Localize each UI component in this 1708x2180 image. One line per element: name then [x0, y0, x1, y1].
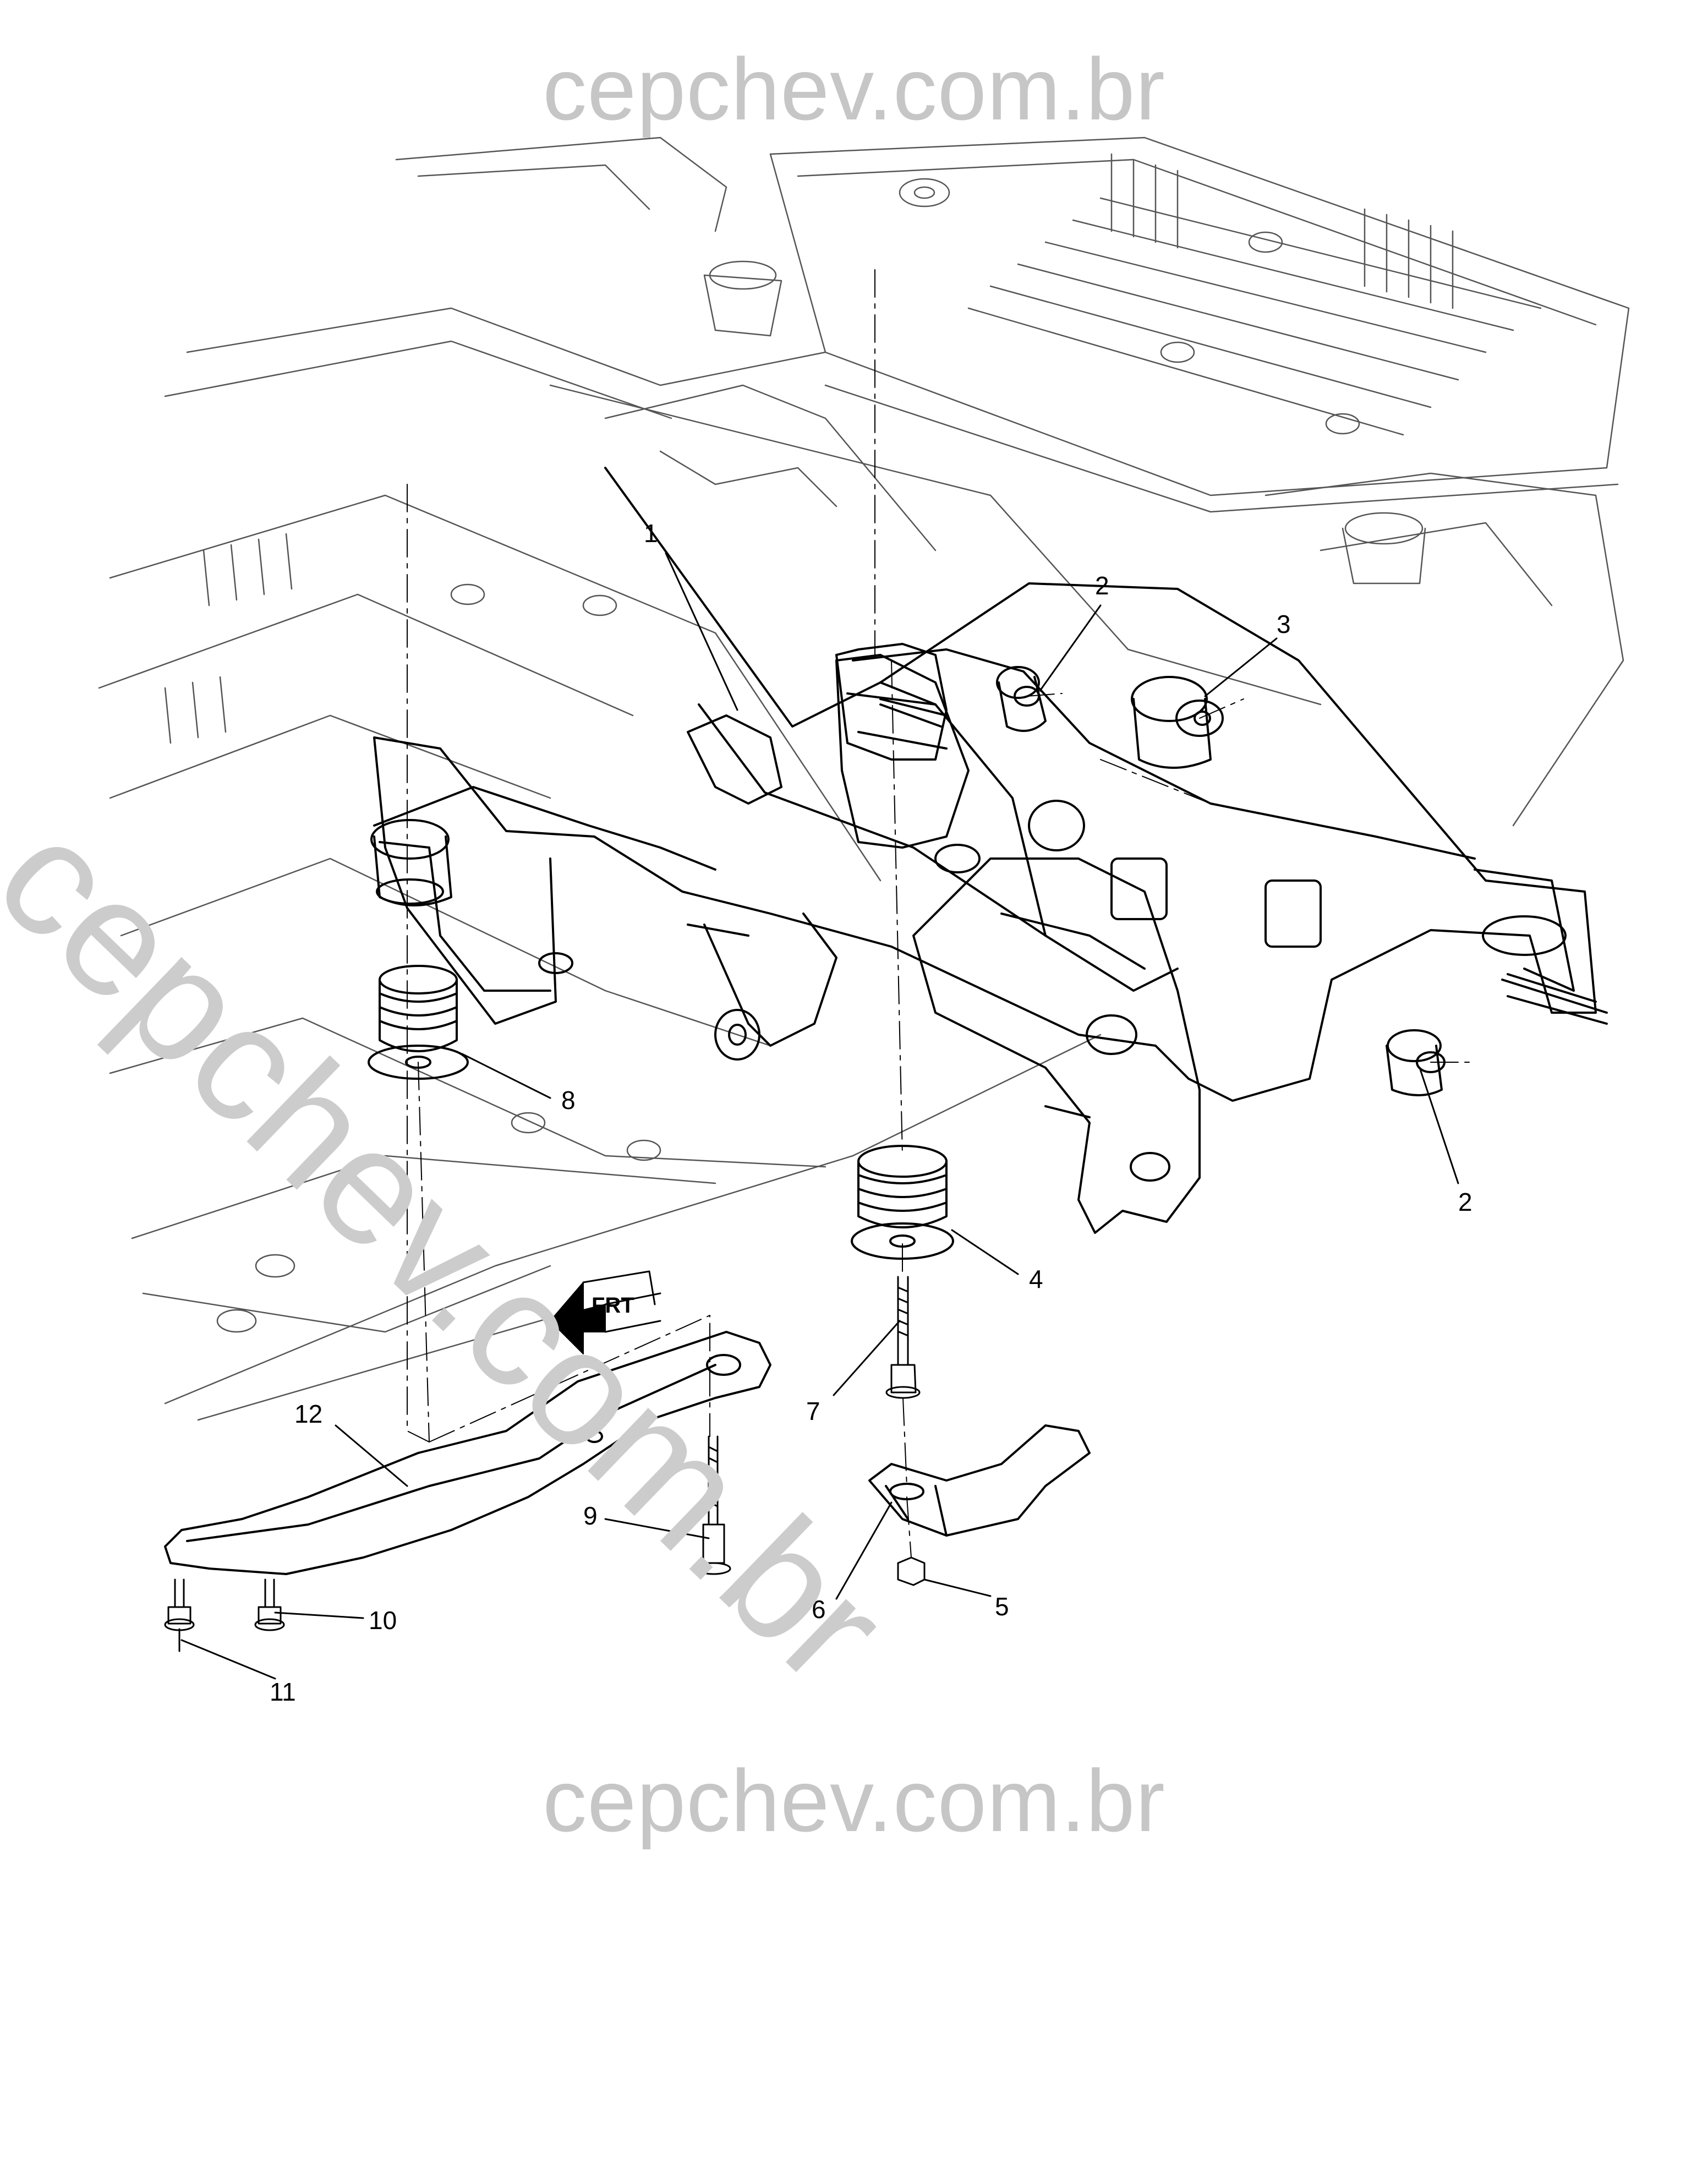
callout-6: 6: [812, 1595, 826, 1624]
bolt-7: [885, 1276, 921, 1399]
exploded-parts-drawing: FRT 1 2 3 2 8 4 7 12 9: [98, 136, 1630, 1706]
callout-numbers: 1 2 3 2 8 4 7 12 9 6 5 10 11: [270, 519, 1472, 1706]
bushing-3: [1131, 676, 1224, 769]
bushing-2-lower: [1386, 1029, 1446, 1096]
watermark-bottom: cepchev.com.br: [543, 1751, 1165, 1850]
callout-11: 11: [270, 1678, 296, 1706]
insulator-4: [851, 1145, 954, 1260]
alignment-lines: [407, 269, 1475, 1558]
frt-marker: FRT: [550, 1270, 661, 1354]
callout-7: 7: [806, 1397, 820, 1425]
callout-9: 9: [583, 1501, 598, 1530]
frt-text: FRT: [592, 1293, 634, 1318]
rear-suspension-crossmember: [373, 467, 1608, 1234]
watermark-top: cepchev.com.br: [543, 40, 1165, 138]
callout-2-upper: 2: [1095, 571, 1109, 600]
brace-6: [868, 1424, 1091, 1537]
callout-8: 8: [561, 1086, 576, 1114]
arrow-left-icon: [550, 1282, 606, 1354]
callout-3: 3: [1277, 610, 1291, 638]
callout-5: 5: [995, 1592, 1009, 1621]
bolt-11: [164, 1578, 195, 1652]
callout-2-lower: 2: [1458, 1188, 1472, 1216]
callout-4: 4: [1029, 1265, 1043, 1293]
bushing-2-upper: [996, 666, 1047, 732]
underbody-floor: [98, 136, 1630, 1421]
bolt-10: [254, 1578, 285, 1631]
diagram-canvas: cepchev.com.br: [0, 40, 1630, 1850]
callout-leaders: [180, 552, 1459, 1680]
callout-12: 12: [294, 1400, 322, 1428]
reinforcement-brace-12: [164, 1331, 771, 1575]
callout-10: 10: [369, 1606, 397, 1635]
bolt-9: [696, 1435, 731, 1575]
callout-1: 1: [644, 519, 658, 548]
mount-cup-left: [370, 819, 452, 906]
